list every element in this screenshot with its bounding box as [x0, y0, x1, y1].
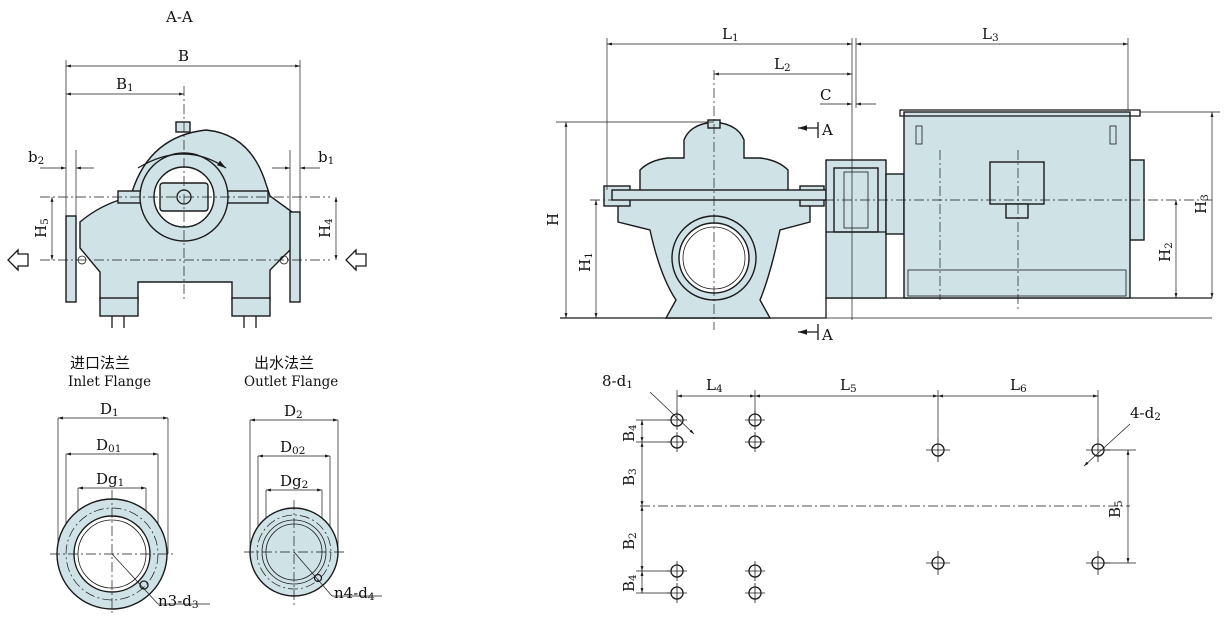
foundation-plan-view: L4 L5 L6 8-d1 4-d2 [602, 372, 1161, 603]
motor-top-plate [899, 109, 1141, 117]
outlet-flow-arrow-icon [345, 248, 367, 272]
terminal-box [989, 161, 1045, 205]
motor-bolt-holes [931, 443, 1105, 570]
inlet-flow-arrow-icon [7, 248, 29, 272]
section-aa-view: A-A B B1 [7, 8, 367, 328]
dim-h-label: H [544, 213, 562, 226]
dim-d2-label: D2 [284, 402, 303, 421]
motor-bolt-spec: 4-d2 [1130, 404, 1161, 423]
dim-d01-label: D01 [96, 436, 121, 455]
outlet-bolt-spec: n4-d4 [334, 584, 375, 603]
dim-d02-label: D02 [280, 438, 305, 457]
outlet-flange-en: Outlet Flange [244, 374, 338, 390]
dim-l3-label: L3 [982, 25, 999, 44]
motor-end-cap-left [885, 173, 905, 235]
foot-right [231, 297, 271, 317]
inlet-flange-plate [65, 215, 77, 303]
motor-base [907, 269, 1127, 297]
section-mark-a-bottom: A [821, 326, 833, 344]
dim-b5-label: B5 [1106, 500, 1125, 518]
section-mark-a-top: A [821, 121, 833, 139]
dim-b-label: B [178, 47, 189, 65]
dim-l5-label: L5 [840, 376, 857, 395]
outlet-bolt-hole [313, 573, 323, 583]
dim-c-label: C [820, 86, 831, 104]
inlet-flange-view: 进口法兰 Inlet Flange D1 D01 Dg1 n3-d3 [50, 354, 210, 616]
volute-flow-arrow [137, 153, 227, 169]
outlet-flange-view: 出水法兰 Outlet Flange D2 D02 Dg2 n4-d4 [244, 354, 382, 608]
dim-b3-label: B3 [620, 468, 639, 486]
dim-l2-label: L2 [774, 55, 791, 74]
dim-h4-label: H4 [316, 218, 335, 238]
base-plate [560, 297, 1212, 319]
dim-h3-label: H3 [1192, 194, 1211, 214]
section-title: A-A [165, 8, 193, 26]
dim-dg2-label: Dg2 [280, 472, 308, 491]
pump-bolt-spec: 8-d1 [602, 372, 633, 391]
dim-d1-label: D1 [100, 400, 119, 419]
dim-b1-label: B1 [116, 75, 134, 94]
dim-b1-small-label: b1 [318, 148, 334, 167]
cable-gland [1005, 203, 1029, 219]
dim-b2-label: b2 [28, 148, 44, 167]
dim-b4-bottom-label: B4 [620, 574, 639, 592]
inlet-flange-en: Inlet Flange [68, 374, 151, 390]
lifting-lug-left [915, 125, 923, 145]
inlet-bolt-spec: n3-d3 [158, 592, 199, 611]
dim-l6-label: L6 [1010, 376, 1027, 395]
inlet-flange-zh: 进口法兰 [70, 354, 130, 372]
dim-h5-label: H5 [32, 218, 51, 238]
foot-left [99, 297, 139, 317]
shaft-flange-line [611, 189, 827, 201]
side-elevation-view: L1 L3 L2 C A A H H1 H2 H3 [544, 25, 1220, 344]
dim-b2-label: B2 [620, 532, 639, 550]
dim-h2-label: H2 [1156, 242, 1175, 262]
dim-l4-label: L4 [706, 376, 723, 395]
outlet-flange-zh: 出水法兰 [254, 354, 314, 372]
lifting-lug-right [1109, 125, 1117, 145]
dim-l1-label: L1 [722, 25, 739, 44]
outlet-flange-plate [289, 211, 301, 303]
dim-dg1-label: Dg1 [96, 470, 124, 489]
dim-h1-label: H1 [576, 252, 595, 272]
dim-b4-top-label: B4 [620, 424, 639, 442]
vent-boss [175, 121, 191, 133]
